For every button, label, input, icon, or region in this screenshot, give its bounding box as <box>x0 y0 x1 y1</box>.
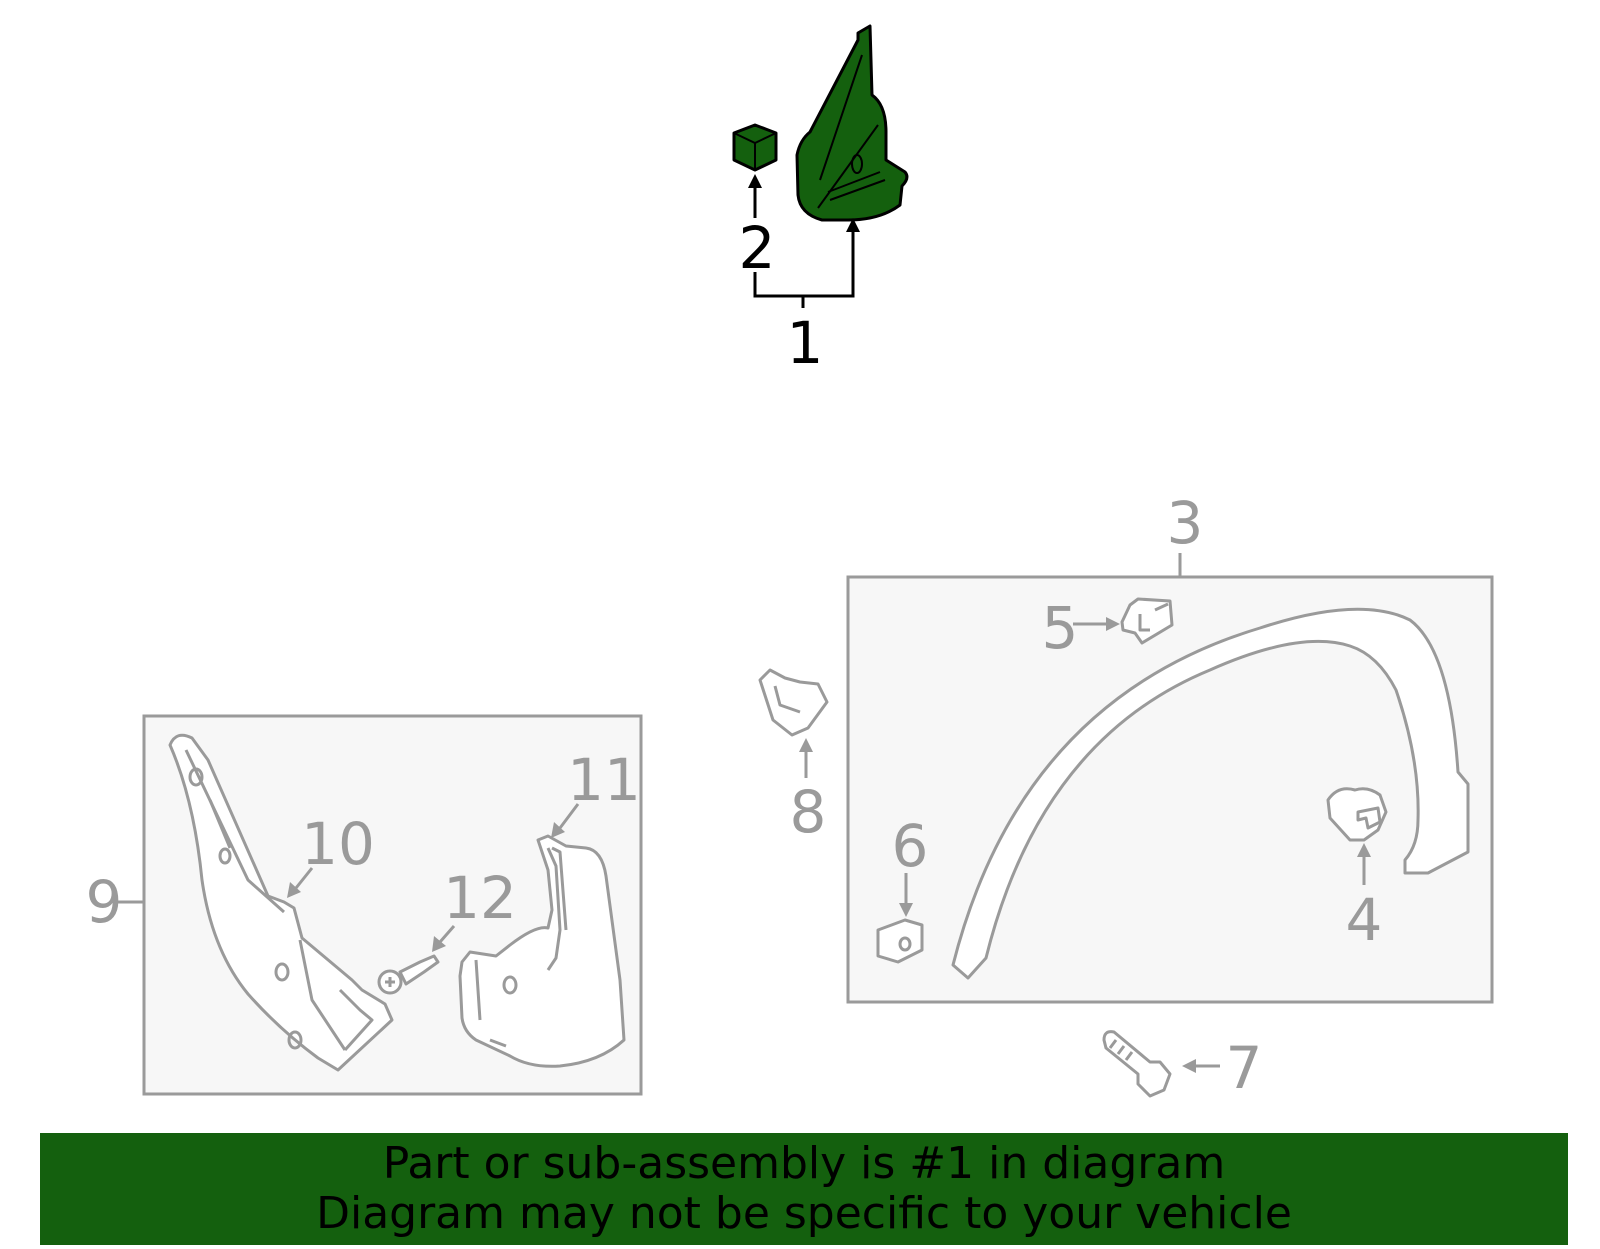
part-3-wheel-opening-molding[interactable] <box>951 607 1470 980</box>
part-6-nut[interactable] <box>876 918 924 964</box>
part-7-screw[interactable] <box>1102 1030 1172 1098</box>
callout-2: 2 <box>739 214 776 282</box>
arrowhead-7 <box>1182 1059 1196 1073</box>
arrowhead-6 <box>899 903 913 917</box>
part-4-clip[interactable] <box>1326 787 1388 842</box>
part-10-mud-flap[interactable] <box>168 733 394 1072</box>
arrowhead-5 <box>1106 617 1120 631</box>
leader-1-2 <box>753 185 855 308</box>
leader-11 <box>558 803 580 829</box>
callout-12: 12 <box>443 864 517 932</box>
callout-8: 8 <box>790 778 827 846</box>
callout-4: 4 <box>1346 886 1383 954</box>
banner-line-2: Diagram may not be specific to your vehi… <box>316 1188 1292 1239</box>
part-5-clip[interactable] <box>1120 597 1174 645</box>
callout-7: 7 <box>1226 1034 1263 1102</box>
callout-3: 3 <box>1167 489 1204 557</box>
part-8-clip[interactable] <box>758 668 829 737</box>
part-2-clip[interactable] <box>732 123 778 172</box>
callout-1: 1 <box>787 309 824 377</box>
leader-12 <box>438 925 456 943</box>
callout-10: 10 <box>301 810 375 878</box>
info-banner: Part or sub-assembly is #1 in diagram Di… <box>40 1133 1568 1245</box>
callout-11: 11 <box>567 746 641 814</box>
banner-line-1: Part or sub-assembly is #1 in diagram <box>382 1138 1226 1189</box>
arrowhead-12 <box>432 936 446 952</box>
callout-9: 9 <box>86 868 123 936</box>
callout-6: 6 <box>892 812 929 880</box>
leader-10 <box>294 867 314 889</box>
arrowhead-11 <box>551 822 565 838</box>
callout-5: 5 <box>1042 594 1079 662</box>
part-11-mud-flap[interactable] <box>458 834 626 1068</box>
arrowhead-1 <box>846 218 860 232</box>
arrowhead-10 <box>287 882 301 898</box>
part-1-bracket[interactable] <box>795 24 909 222</box>
arrowhead-8 <box>799 738 813 752</box>
arrowhead-2 <box>748 174 762 188</box>
part-12-screw[interactable] <box>377 954 440 995</box>
arrowhead-4 <box>1357 843 1371 857</box>
